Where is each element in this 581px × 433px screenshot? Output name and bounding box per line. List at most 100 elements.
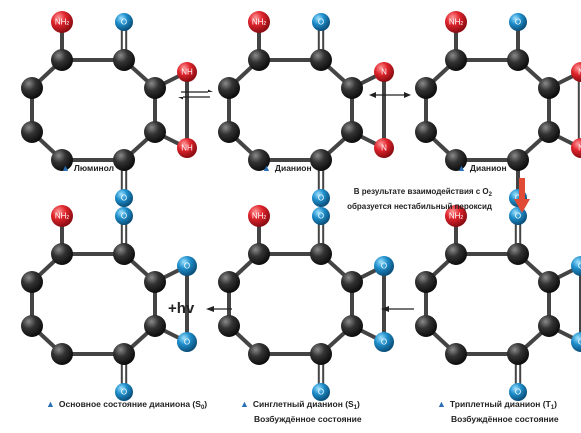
atom-label: N (578, 68, 581, 77)
carbon-atom (310, 343, 332, 365)
atom-label: N (578, 144, 581, 153)
carbon-atom (445, 243, 467, 265)
carbon-atom (538, 271, 560, 293)
nitrogen-atom (177, 62, 197, 82)
label-singlet: ▲Синглетный дианион (S1) Возбуждённое со… (240, 399, 362, 424)
nitrogen-atom (374, 62, 394, 82)
resonance-arrow (369, 92, 411, 98)
atom-label: O (318, 18, 324, 27)
oxygen-atom (509, 383, 527, 401)
oxygen-atom (177, 256, 197, 276)
carbon-atom (144, 121, 166, 143)
carbon-atom (218, 315, 240, 337)
atom-label: O (515, 18, 521, 27)
carbon-atom (248, 149, 270, 171)
carbon-atom (144, 315, 166, 337)
atom-label: O (318, 388, 324, 397)
carbon-atom (507, 243, 529, 265)
carbon-atom (144, 77, 166, 99)
atom-label: O (515, 212, 521, 221)
atom-label: O (184, 338, 190, 347)
atom-label: NH (181, 144, 193, 153)
label-ground-state: ▲Основное состояние дианиона (S0) (46, 399, 208, 411)
carbon-atom (507, 49, 529, 71)
triangle-marker-icon: ▲ (262, 163, 271, 173)
peroxide-note: В результате взаимодействия с O2 образуе… (347, 187, 492, 211)
triangle-marker-icon: ▲ (61, 163, 70, 173)
carbon-atom (341, 121, 363, 143)
carbon-atom (21, 315, 43, 337)
carbon-atom (51, 49, 73, 71)
atom-label: O (121, 212, 127, 221)
carbon-atom (51, 343, 73, 365)
carbon-atom (538, 121, 560, 143)
nitrogen-atom (571, 62, 581, 82)
nitrogen-atom (51, 11, 73, 33)
carbon-atom (310, 49, 332, 71)
label-luminol: ▲Люминол (61, 163, 115, 173)
atom-label: O (184, 262, 190, 271)
photon-emission-label: +hv (168, 300, 195, 317)
carbon-atom (415, 315, 437, 337)
carbon-atom (445, 49, 467, 71)
carbon-atom (341, 271, 363, 293)
carbon-atom (144, 271, 166, 293)
nitrogen-atom (374, 138, 394, 158)
atom-label: NH2 (449, 212, 464, 222)
carbon-atom (113, 149, 135, 171)
oxygen-atom (177, 332, 197, 352)
atom-label: O (121, 18, 127, 27)
carbon-atom (113, 243, 135, 265)
nitrogen-atom (248, 11, 270, 33)
carbon-atom (21, 271, 43, 293)
nitrogen-atom (177, 138, 197, 158)
atom-label: N (381, 144, 387, 153)
oxygen-atom (115, 189, 133, 207)
carbon-atom (218, 271, 240, 293)
oxygen-atom (312, 189, 330, 207)
oxygen-atom (509, 13, 527, 31)
carbon-atom (538, 315, 560, 337)
atom-label: NH2 (55, 18, 70, 28)
carbon-atom (341, 77, 363, 99)
label-dianion-2: ▲Дианион (457, 163, 507, 173)
atom-label: NH2 (252, 18, 267, 28)
atom-label: N (381, 68, 387, 77)
oxygen-atom (312, 383, 330, 401)
molecules-layer: NH2OONHNHNH2OONNNH2OONNNH2OOOONH2OOOONH2… (21, 11, 581, 401)
atom-label: NH2 (252, 212, 267, 222)
atom-label: O (318, 212, 324, 221)
triangle-marker-icon: ▲ (437, 399, 446, 409)
carbon-atom (21, 77, 43, 99)
oxygen-atom (115, 383, 133, 401)
label-triplet: ▲Триплетный дианион (T1) Возбуждённое со… (437, 399, 559, 424)
carbon-atom (445, 343, 467, 365)
emission-arrow (206, 306, 232, 312)
carbon-atom (415, 271, 437, 293)
carbon-atom (248, 243, 270, 265)
carbon-atom (113, 343, 135, 365)
atom-label: NH2 (449, 18, 464, 28)
atom-label: O (578, 262, 581, 271)
carbon-atom (445, 149, 467, 171)
carbon-atom (415, 77, 437, 99)
atom-label: O (121, 388, 127, 397)
nitrogen-atom (445, 11, 467, 33)
carbon-atom (51, 149, 73, 171)
triangle-marker-icon: ▲ (46, 399, 55, 409)
oxygen-atom (571, 256, 581, 276)
atom-label: O (121, 194, 127, 203)
atom-label: O (515, 388, 521, 397)
carbon-atom (415, 121, 437, 143)
carbon-atom (218, 77, 240, 99)
nitrogen-atom (445, 205, 467, 227)
carbon-atom (310, 243, 332, 265)
oxygen-atom (571, 332, 581, 352)
carbon-atom (21, 121, 43, 143)
